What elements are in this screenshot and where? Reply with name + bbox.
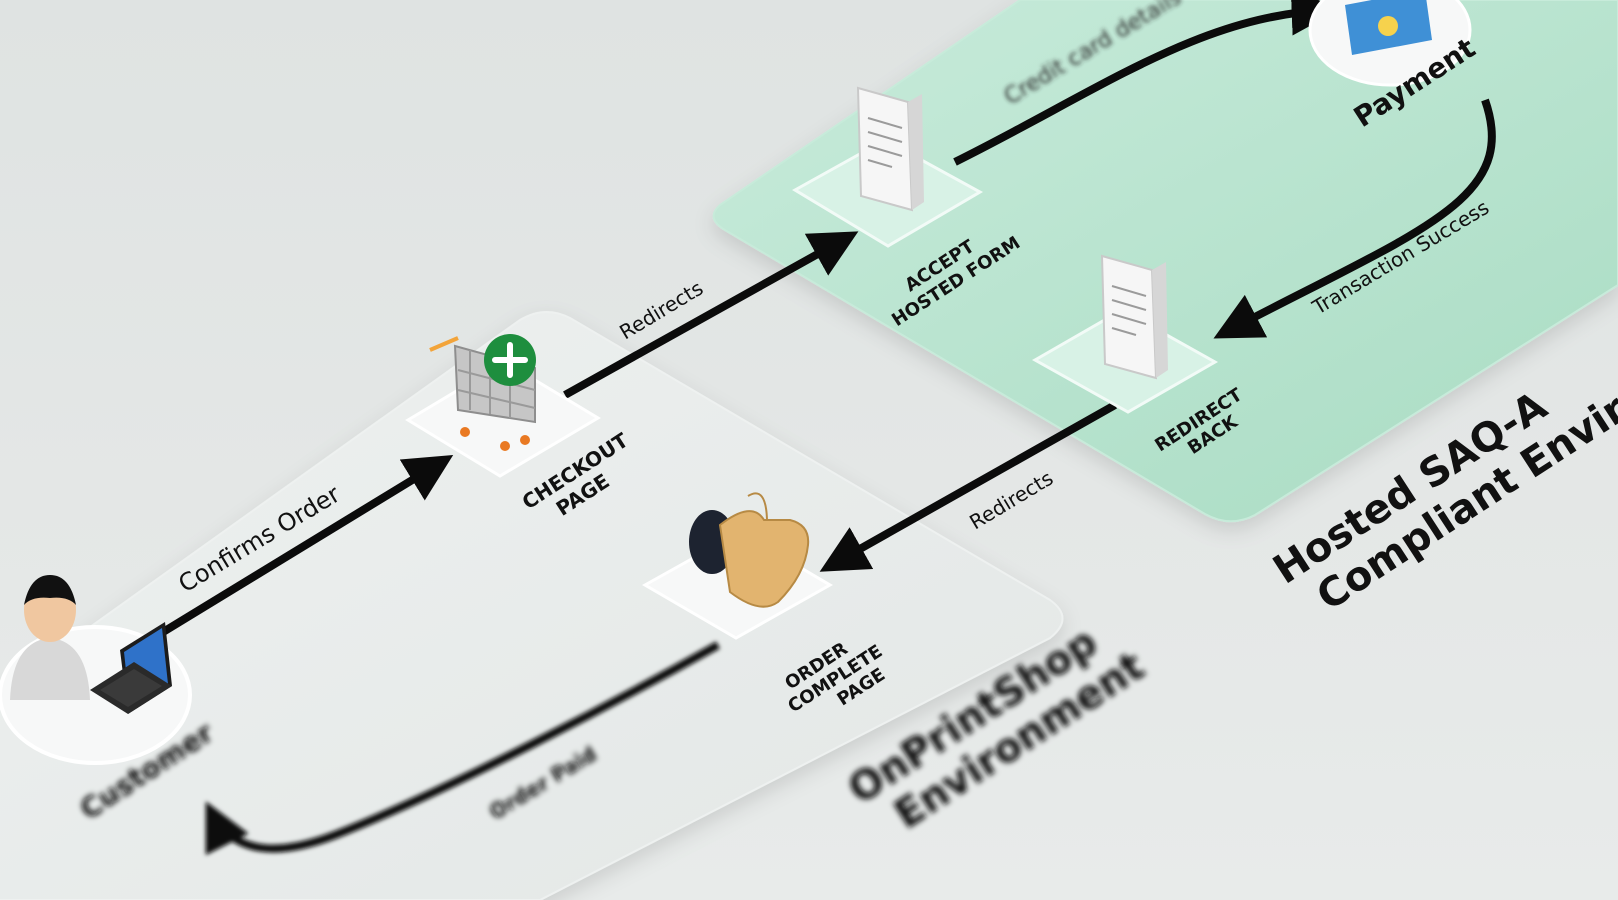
label-redirects-1: Redirects [615,276,707,344]
edges [147,0,1496,856]
node-checkout: CHECKOUT PAGE [405,334,633,521]
person-icon [10,575,90,700]
thumbs-up-icon [689,492,810,608]
edge-credit-card-arrow [953,0,1340,166]
zone-onprintshop [0,311,1064,900]
edge-transaction-success-arrow [1213,98,1496,339]
laptop-icon [90,622,172,714]
plus-badge-icon [484,334,536,386]
receipt-icon [856,86,924,212]
receipt-icon [1100,254,1168,380]
payment-card-icon [1345,0,1432,55]
edge-order-paid-arrow [205,641,720,856]
edge-redirects-1-arrow [563,231,859,399]
edge-confirms-order-arrow [147,454,454,644]
zone-hosted [712,0,1618,523]
edge-redirects-2-arrow [819,401,1117,572]
label-redirects-2: Redirects [965,466,1057,534]
